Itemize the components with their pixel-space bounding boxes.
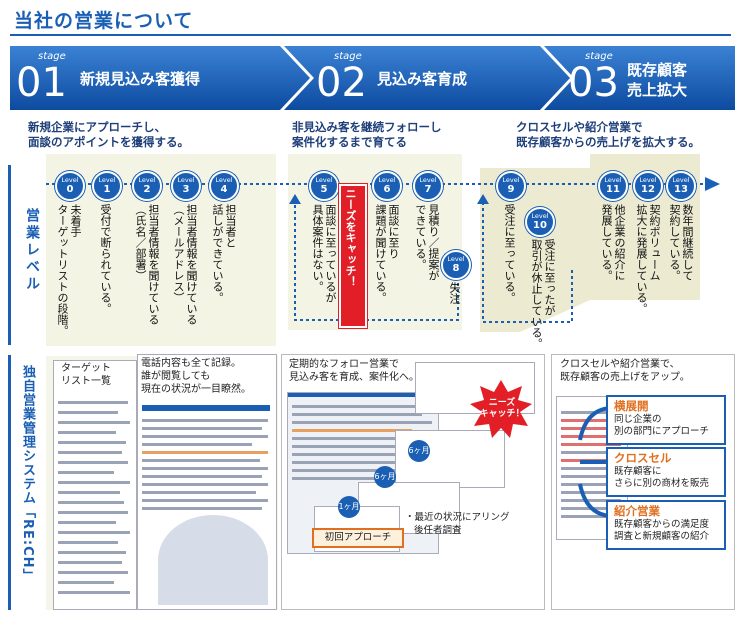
loop-arrowhead-2 bbox=[289, 194, 301, 204]
level-curve bbox=[480, 168, 590, 332]
panel1-title-2: リスト一覧 bbox=[61, 376, 111, 387]
callout-2-desc-1: 既存顧客に bbox=[614, 466, 662, 477]
stage-desc-03a: クロスセルや紹介営業で bbox=[516, 120, 643, 134]
level-bg-stage1 bbox=[46, 154, 276, 346]
level-6-text: 面談に至り 課題が聞けている。 bbox=[374, 204, 400, 303]
stage-desc-02b: 案件化するまで育てる bbox=[292, 135, 407, 149]
stage-banner bbox=[10, 46, 735, 110]
loop-arrowhead-3 bbox=[477, 194, 489, 204]
level-8-text: 失注 bbox=[448, 282, 461, 304]
stage-label-03: stage bbox=[585, 51, 613, 62]
stage-number-01: 01 bbox=[16, 60, 67, 106]
stage-arrow-03 bbox=[544, 46, 735, 110]
stage-desc-01b: 面談のアポイントを獲得する。 bbox=[28, 135, 189, 149]
callout-cross-sell bbox=[606, 447, 726, 497]
stage-name-01: 新規見込み客獲得 bbox=[80, 70, 201, 88]
level-7-text: 見積り／提案が できている。 bbox=[414, 204, 440, 281]
followup-loop-3 bbox=[482, 200, 573, 323]
stage-desc-02a: 非見込み客を継続フォローし bbox=[292, 120, 442, 134]
needs-catch-badge: ニーズキャッチ！ bbox=[479, 398, 525, 419]
first-approach-label: 初回アプローチ bbox=[312, 528, 404, 548]
side-bracket-bottom bbox=[8, 355, 45, 610]
level-11-text: 他企業の紹介に 発展している。 bbox=[600, 204, 626, 281]
stage-desc-03b: 既存顧客からの売上げを拡大する。 bbox=[516, 135, 700, 149]
stage-name-03a: 既存顧客 bbox=[627, 61, 688, 79]
followup-bullet-2: 後任者調査 bbox=[414, 525, 462, 536]
month-badge-3: 6ヶ月 bbox=[408, 440, 430, 462]
callout-referral bbox=[606, 500, 726, 550]
stage-name-03b: 売上拡大 bbox=[627, 81, 688, 99]
needs-catch-box bbox=[339, 184, 367, 328]
panel2-line-3: 現在の状況が一目瞭然。 bbox=[141, 384, 251, 395]
level-0-text: 未着手 ターゲットリストの段階。 bbox=[56, 204, 82, 336]
timeline-arrowhead bbox=[705, 177, 720, 191]
panel3-line-1: 定期的なフォロー営業で bbox=[289, 359, 399, 370]
stage-number-03: 03 bbox=[568, 60, 619, 106]
level-13-text: 数年間継続して 契約している。 bbox=[668, 204, 694, 281]
panel4-line-2: 既存顧客の売上げをアップ。 bbox=[560, 372, 690, 383]
side-label-system: 独自営業管理システム「RE:CH」 bbox=[20, 365, 35, 583]
title-underline bbox=[10, 34, 731, 36]
stage-name-02: 見込み客育成 bbox=[377, 70, 468, 88]
callout-2-desc-2: さらに別の商材を販売 bbox=[614, 478, 710, 489]
callout-3-title: 紹介営業 bbox=[614, 504, 660, 518]
callout-horizontal-expansion bbox=[606, 395, 726, 445]
side-bracket-top bbox=[8, 165, 45, 345]
panel4-line-1: クロスセルや紹介営業で、 bbox=[560, 359, 680, 370]
needs-catch-text: ニーズをキャッチ！ bbox=[344, 188, 357, 287]
target-list-screenshot bbox=[53, 360, 137, 610]
stage-label-01: stage bbox=[38, 51, 66, 62]
needs-catch-starburst bbox=[470, 380, 532, 438]
stage-number-02: 02 bbox=[316, 60, 367, 106]
panel2-line-1: 電話内容も全て記録。 bbox=[141, 358, 241, 369]
panel1-title-1: ターゲット bbox=[61, 363, 111, 374]
callout-1-title: 横展開 bbox=[614, 399, 649, 413]
followup-loop-2 bbox=[294, 200, 459, 321]
page-title: 当社の営業について bbox=[14, 10, 194, 32]
call-log-screenshot bbox=[137, 354, 277, 610]
callout-1-desc-1: 同じ企業の bbox=[614, 414, 662, 425]
level-5-text: 面談に至っているが 具体案件はない。 bbox=[311, 204, 337, 303]
callout-2-title: クロスセル bbox=[614, 451, 672, 465]
stage-arrow-02 bbox=[284, 46, 570, 110]
callout-3-desc-2: 調査と新規顧客の紹介 bbox=[614, 531, 710, 542]
level-12-text: 契約ボリューム 拡大に発展している。 bbox=[635, 204, 661, 314]
callout-3-desc-1: 既存顧客からの満足度 bbox=[614, 519, 710, 530]
followup-bullet-1: ・最近の状況にアリング bbox=[405, 512, 510, 523]
month-badge-2: 6ヶ月 bbox=[374, 466, 396, 488]
side-label-levels: 営業レベル bbox=[24, 208, 40, 293]
level-2-text: 担当者情報を聞けている （氏名／部署） bbox=[134, 204, 160, 325]
month-badge-1: 1ヶ月 bbox=[338, 496, 360, 518]
stage-label-02: stage bbox=[334, 51, 362, 62]
level-4-text: 担当者と 話しができている。 bbox=[211, 204, 237, 303]
panel2-line-2: 誰が閲覧しても bbox=[141, 371, 211, 382]
stage-arrow-01 bbox=[10, 46, 310, 110]
operator-photo bbox=[158, 515, 268, 605]
callout-1-desc-2: 別の部門にアプローチ bbox=[614, 426, 710, 437]
level-9-text: 受注に至っている。 bbox=[503, 204, 516, 303]
stage-desc-01a: 新規企業にアプローチし、 bbox=[28, 120, 166, 134]
panel3-line-2: 見込み客を育成、案件化へ。 bbox=[289, 372, 419, 383]
level-10-text: 受注に至ったが 取引が休止している。 bbox=[530, 239, 556, 349]
level-3-text: 担当者情報を聞けている （メールアドレス） bbox=[172, 204, 198, 325]
level-1-text: 受付で断られている。 bbox=[99, 204, 112, 314]
